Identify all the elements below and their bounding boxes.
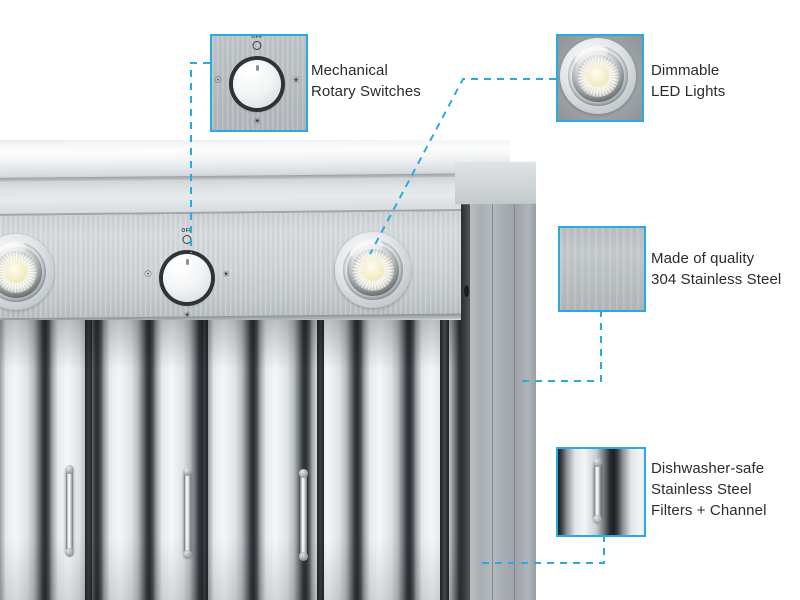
light-bulb-icon: ☉ (214, 75, 223, 85)
baffle-seam (85, 320, 92, 600)
knob-indicator-tick (255, 65, 259, 71)
brushed-grain-texture (560, 228, 644, 310)
filter-channel-right-slot (440, 320, 449, 600)
rotary-knob[interactable] (163, 254, 211, 302)
corner-screw-hole (464, 285, 469, 297)
callout-label-stainless-steel: Made of quality 304 Stainless Steel (651, 250, 782, 288)
light-bulb-icon: ☉ (144, 269, 153, 279)
knob-indicator-tick (185, 259, 189, 265)
led-lamp-thumbnail (558, 36, 642, 120)
filter-handle[interactable] (299, 469, 308, 561)
bright-bulb-icon: ☀ (182, 310, 192, 320)
dimmer-bulb-icon: ☀ (221, 269, 230, 279)
filter-handle[interactable] (183, 467, 192, 559)
side-panel-seam (492, 164, 493, 600)
lamp-led-chip (362, 259, 384, 281)
knob-off-circle (252, 41, 262, 50)
callout-label-dishwasher-filters: Dishwasher-safe Stainless Steel Filters … (651, 460, 767, 519)
knob-off-circle (182, 235, 192, 244)
filter-handle (593, 458, 602, 524)
knob-highlight (168, 257, 194, 275)
rotary-knob-thumbnail: OFF ☉ ☀ ☀ (212, 36, 306, 130)
hood-corner-shadow (461, 202, 471, 600)
rotary-knob (233, 60, 281, 108)
baffle-fins (0, 320, 466, 600)
callout-label-rotary-switches: Mechanical Rotary Switches (311, 62, 421, 100)
knob-highlight (238, 63, 264, 81)
hood-top-right-cap (455, 161, 536, 205)
filter-handle[interactable] (65, 465, 74, 557)
led-lamp-right (335, 232, 411, 308)
dimmer-bulb-icon: ☀ (291, 75, 300, 85)
baffle-seam (317, 320, 324, 600)
knob-off-label: OFF (251, 34, 263, 40)
rotary-switch-assembly[interactable]: OFF ☉ ☀ ☀ (144, 229, 230, 320)
brushed-steel-swatch-thumbnail (560, 228, 644, 310)
lamp-led-chip (587, 65, 609, 87)
led-lamp-left (0, 234, 54, 310)
callout-thumb-dimmable-led[interactable] (556, 34, 644, 122)
thumb-rotary-assembly: OFF ☉ ☀ ☀ (214, 34, 300, 126)
knob-off-marker: OFF (251, 34, 263, 50)
knob-off-marker: OFF (181, 229, 192, 244)
filter-handle-thumbnail (558, 449, 644, 535)
bright-bulb-icon: ☀ (252, 116, 262, 126)
lamp-led-chip (5, 261, 27, 283)
hood-right-side-panel (470, 164, 536, 600)
knob-off-label: OFF (181, 228, 193, 234)
callout-thumb-dishwasher-filters[interactable] (556, 447, 646, 537)
baffle-seam (201, 320, 208, 600)
side-panel-seam (514, 164, 515, 600)
thumb-led-lamp (560, 38, 636, 114)
callout-label-dimmable-led: Dimmable LED Lights (651, 62, 726, 100)
callout-thumb-stainless-steel[interactable] (558, 226, 646, 312)
product-photo-range-hood: OFF ☉ ☀ ☀ (0, 140, 536, 600)
callout-thumb-rotary-switches[interactable]: OFF ☉ ☀ ☀ (210, 34, 308, 132)
baffle-shading (0, 320, 466, 600)
baffle-filter-bank (0, 320, 466, 600)
